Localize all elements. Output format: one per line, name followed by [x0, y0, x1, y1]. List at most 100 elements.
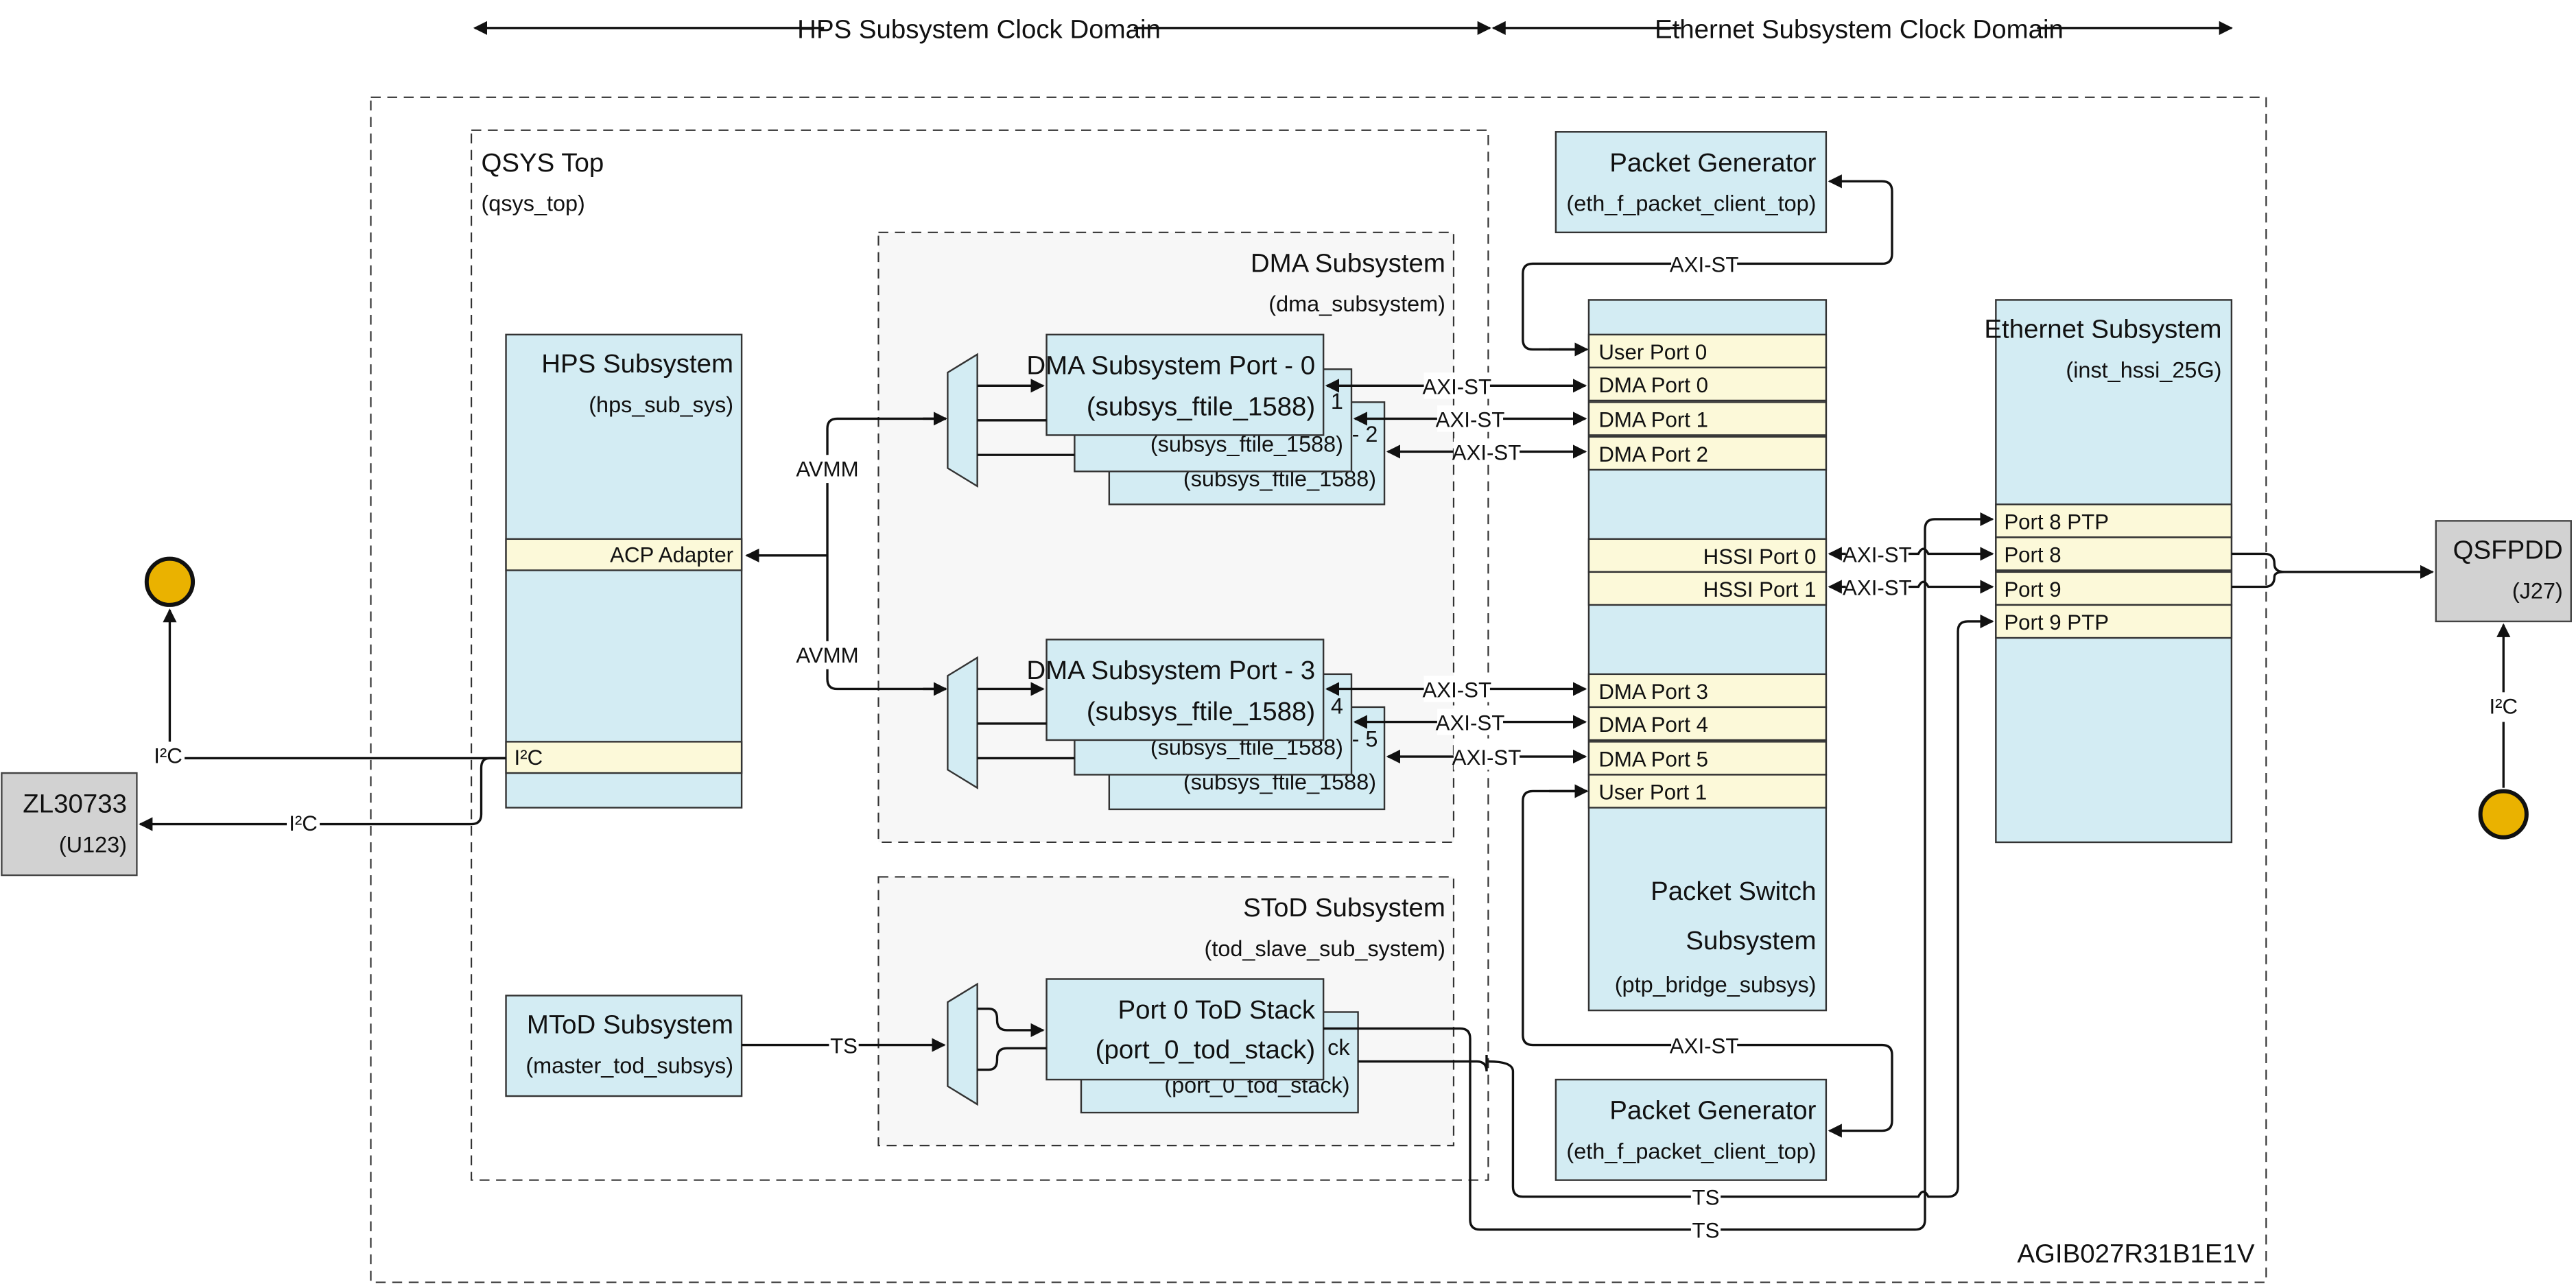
qsfpdd-title: QSFPDD: [2453, 536, 2563, 565]
packet-switch-subsystem-block[interactable]: User Port 0 DMA Port 0 DMA Port 1 DMA Port …: [1587, 299, 1828, 1012]
packet-switch-port-row[interactable]: [1587, 366, 1828, 402]
mtod-subsystem-block[interactable]: MToD Subsystem (master_tod_subsys): [505, 995, 743, 1097]
i2c-label-led: I²C: [154, 744, 182, 768]
qsfpdd-instance: (J27): [2512, 578, 2563, 603]
qsfpdd-connector[interactable]: QSFPDD (J27): [2435, 520, 2572, 623]
dma-port-0-title: DMA Subsystem Port - 0: [1026, 350, 1315, 380]
zl30733-title: ZL30733: [23, 789, 127, 819]
fpga-device-boundary: [370, 96, 2267, 1283]
zl30733-chip[interactable]: ZL30733 (U123): [1, 772, 138, 877]
dma-port-1-suffix: 1: [1331, 389, 1343, 414]
packet-switch-ports: User Port 0 DMA Port 0 DMA Port 1 DMA Port …: [1587, 333, 1828, 809]
port-0-tod-title: Port 0 ToD Stack: [1118, 995, 1315, 1025]
i2c-links-left: I²C I²C: [139, 556, 506, 835]
ts-label-mtod: TS: [830, 1034, 858, 1058]
packet-switch-port-row[interactable]: [1587, 401, 1828, 436]
stod-subsystem-title: SToD Subsystem: [1243, 893, 1445, 923]
packet-switch-port-label: DMA Port 2: [1598, 442, 1708, 466]
dma-subsystem-title: DMA Subsystem: [1251, 249, 1445, 278]
packet-generator-top-instance: (eth_f_packet_client_top): [1566, 191, 1816, 216]
axi-st-hssi-links: AXI-ST AXI-ST: [1828, 543, 1994, 600]
ethernet-subsystem-block[interactable]: Ethernet Subsystem (inst_hssi_25G) Port …: [1984, 299, 2233, 844]
packet-switch-port-label: HSSI Port 0: [1703, 545, 1817, 569]
dma-port-4-suffix: 4: [1331, 694, 1343, 719]
ts-label-port8-ptp: TS: [1692, 1219, 1720, 1243]
hps-port-acp-adapter[interactable]: [505, 538, 743, 571]
stod-subsystem-instance: (tod_slave_sub_system): [1205, 936, 1445, 961]
ts-links-ptp: TS TS: [1323, 512, 1992, 1243]
dma-port-5-suffix: - 5: [1352, 727, 1378, 752]
ethernet-port-row[interactable]: [1995, 536, 2233, 571]
packet-switch-port-label: DMA Port 3: [1598, 680, 1708, 704]
packet-generator-bottom-instance: (eth_f_packet_client_top): [1566, 1139, 1816, 1163]
packet-switch-port-row[interactable]: [1587, 673, 1828, 709]
packet-switch-port-row[interactable]: [1587, 333, 1828, 369]
port-0-tod-stack-block[interactable]: [1045, 978, 1325, 1081]
clock-domain-ethernet: Ethernet Subsystem Clock Domain: [1491, 14, 2233, 44]
ethernet-subsystem-instance: (inst_hssi_25G): [2066, 357, 2221, 382]
packet-switch-port-row[interactable]: [1587, 741, 1828, 776]
dma-port-0-block[interactable]: [1045, 333, 1325, 436]
avmm-label-upper: AVMM: [796, 457, 858, 481]
packet-generator-bottom-block[interactable]: Packet Generator (eth_f_packet_client_to…: [1555, 1078, 1828, 1181]
device-part-number: AGIB027R31B1E1V: [2017, 1239, 2254, 1269]
ethernet-port-row[interactable]: [1995, 503, 2233, 538]
ethernet-port-label: Port 9: [2004, 578, 2061, 602]
packet-switch-title-line1: Packet Switch: [1651, 877, 1816, 906]
clock-domain-ethernet-label: Ethernet Subsystem Clock Domain: [1655, 14, 2064, 44]
clock-domain-hps: HPS Subsystem Clock Domain: [473, 14, 1491, 44]
mtod-subsystem-instance: (master_tod_subsys): [525, 1053, 733, 1078]
packet-switch-port-row[interactable]: [1587, 571, 1828, 606]
axi-st-label-hssi1: AXI-ST: [1843, 576, 1912, 600]
axi-st-label: AXI-ST: [1452, 440, 1522, 464]
hps-subsystem-instance: (hps_sub_sys): [589, 392, 733, 417]
ethernet-subsystem-title: Ethernet Subsystem: [1984, 315, 2221, 344]
hps-subsystem-title: HPS Subsystem: [541, 349, 733, 379]
packet-switch-port-row[interactable]: [1587, 774, 1828, 809]
i2c-label-zl30733: I²C: [289, 811, 318, 835]
axi-st-label: AXI-ST: [1422, 678, 1491, 702]
qsys-top-boundary: [471, 129, 1489, 1181]
qsys-top-instance: (qsys_top): [482, 191, 585, 216]
i2c-link-qsfpdd: I²C: [2478, 623, 2529, 840]
dma-mux-upper: [947, 353, 978, 488]
status-led-right-icon: [2478, 789, 2529, 840]
packet-switch-port-row[interactable]: [1587, 706, 1828, 741]
hps-subsystem-block[interactable]: HPS Subsystem (hps_sub_sys) ACP Adapter …: [505, 333, 743, 809]
dma-port-group-3-5: (subsys_ftile_1588) (subsys_ftile_1588) …: [947, 639, 1386, 811]
packet-switch-port-row[interactable]: [1587, 538, 1828, 573]
packet-switch-port-label: User Port 0: [1598, 340, 1707, 364]
axi-st-label: AXI-ST: [1436, 407, 1505, 431]
hps-port-acp-label: ACP Adapter: [610, 543, 733, 567]
dma-port-2-suffix: - 2: [1352, 422, 1378, 447]
ethernet-port-row[interactable]: [1995, 604, 2233, 639]
packet-switch-instance: (ptp_bridge_subsys): [1615, 973, 1817, 997]
mtod-subsystem-body: [505, 995, 743, 1097]
packet-generator-top-title: Packet Generator: [1609, 148, 1816, 178]
axi-st-label-pg-bottom: AXI-ST: [1670, 1034, 1739, 1058]
axi-st-label-hssi0: AXI-ST: [1843, 543, 1912, 567]
dma-mux-lower: [947, 656, 978, 789]
zl30733-instance: (U123): [59, 832, 127, 857]
ethernet-port-row[interactable]: [1995, 571, 2233, 606]
qsys-top-title: QSYS Top: [482, 148, 604, 178]
packet-switch-port-label: DMA Port 4: [1598, 713, 1708, 737]
packet-switch-title-line2: Subsystem: [1686, 926, 1816, 955]
hps-port-i2c[interactable]: [505, 741, 743, 774]
packet-switch-port-label: DMA Port 0: [1598, 373, 1708, 397]
ethernet-to-qsfpdd-link: [2231, 552, 2433, 588]
dma-port-3-instance: (subsys_ftile_1588): [1087, 697, 1315, 726]
packet-generator-top-body: [1555, 131, 1828, 234]
dma-port-3-block[interactable]: [1045, 639, 1325, 741]
ts-label-port9-ptp: TS: [1692, 1186, 1720, 1210]
axi-st-label: AXI-ST: [1436, 711, 1505, 735]
avmm-label-lower: AVMM: [796, 643, 858, 667]
dma-port-0-instance: (subsys_ftile_1588): [1087, 392, 1315, 422]
packet-switch-port-row[interactable]: [1587, 436, 1828, 471]
packet-generator-top-block[interactable]: Packet Generator (eth_f_packet_client_to…: [1555, 131, 1828, 234]
packet-switch-port-label: DMA Port 1: [1598, 407, 1708, 431]
packet-generator-bottom-body: [1555, 1078, 1828, 1181]
